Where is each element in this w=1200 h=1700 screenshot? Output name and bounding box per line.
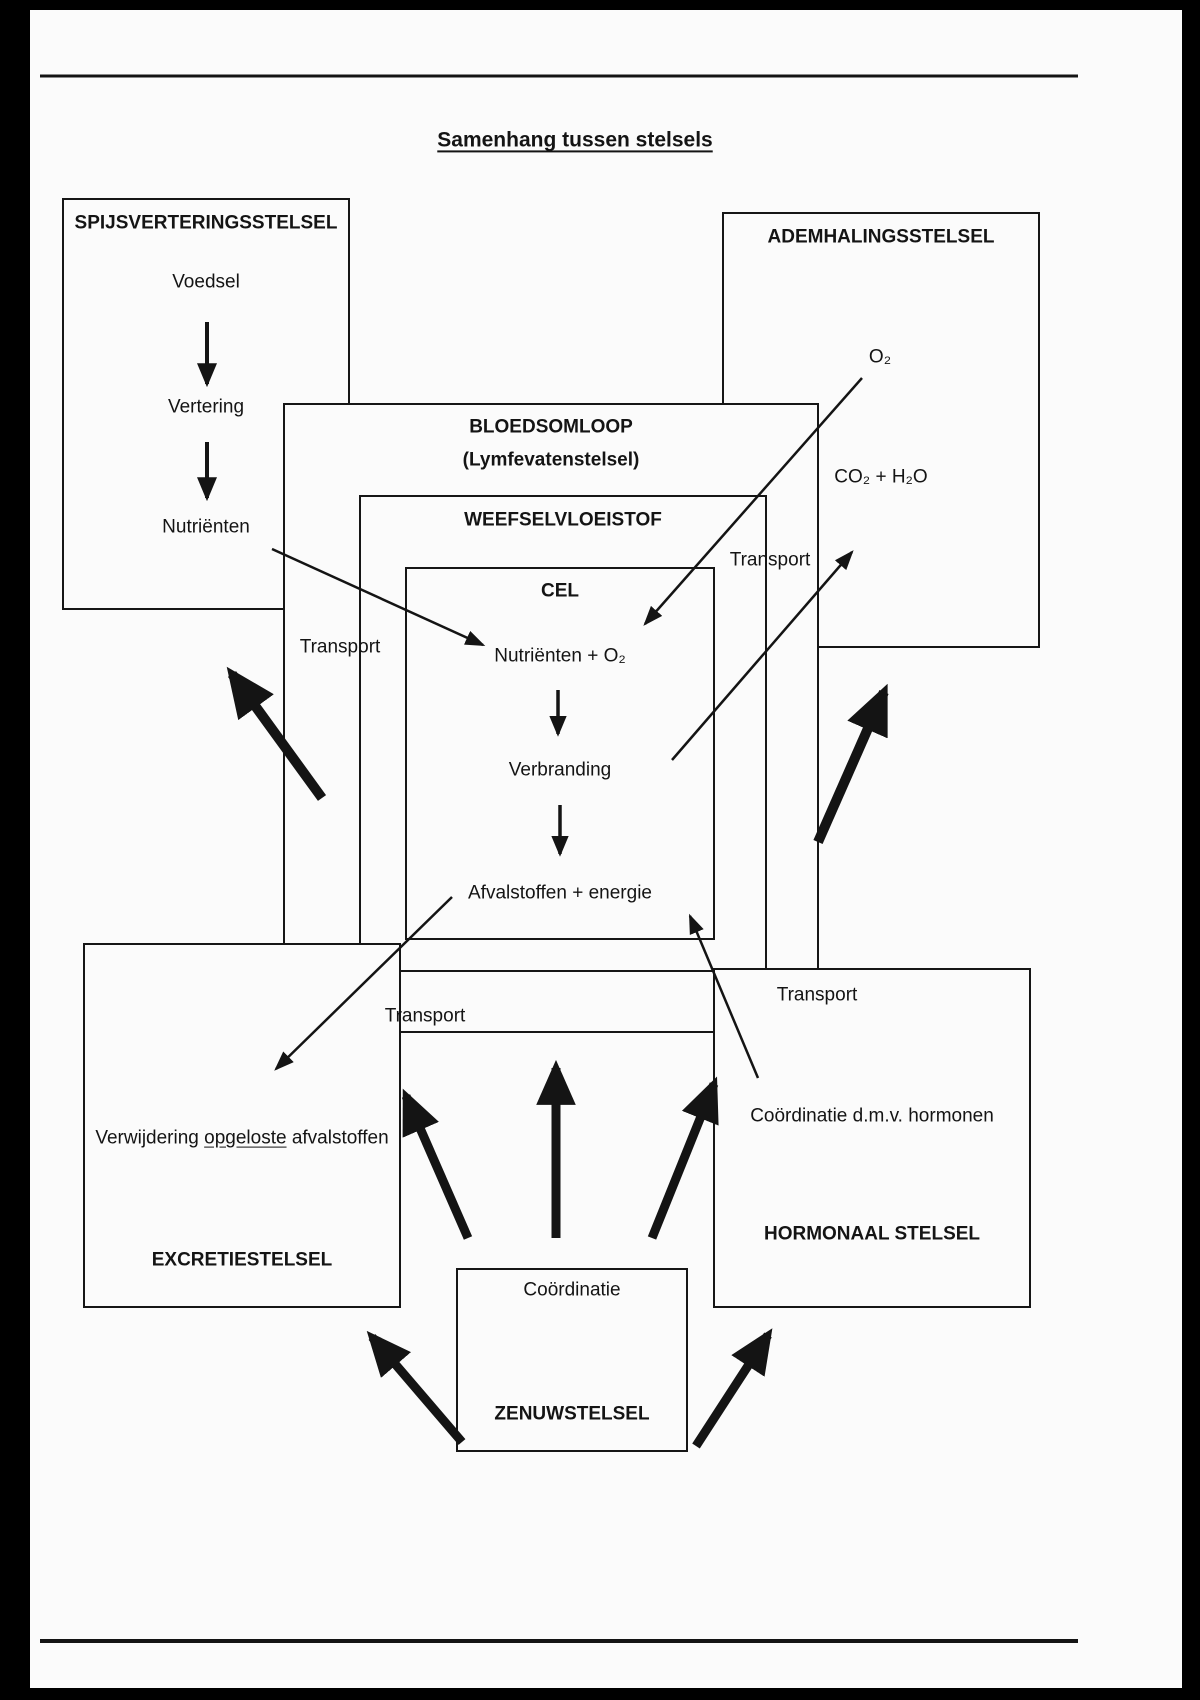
title-weefselvloeistof: WEEFSELVLOEISTOF [464, 509, 662, 531]
arrow-zenuw-up-left [401, 1088, 473, 1240]
label-co2-h2o: CO₂ + H₂O [834, 466, 928, 488]
title-zenuwstelsel: ZENUWSTELSEL [494, 1403, 650, 1425]
page-title: Samenhang tussen stelsels [437, 128, 713, 152]
label-transport-bottom-left: Transport [384, 1005, 466, 1027]
label-transport-bottom-right: Transport [776, 984, 858, 1006]
arrow-thick-transport-left [226, 666, 327, 801]
title-spijsverteringsstelsel: SPIJSVERTERINGSSTELSEL [74, 212, 338, 234]
arrow-nutrienten-to-cel [271, 547, 486, 647]
label-nutrienten: Nutriënten [162, 516, 250, 538]
label-verwijdering-afvalstoffen: Verwijdering opgeloste afvalstoffen [95, 1128, 388, 1151]
box-excretiestelsel [83, 943, 401, 1308]
arrow-zenuw-to-hormonaal [692, 1328, 773, 1449]
label-vertering: Vertering [167, 396, 245, 418]
arrow-thick-transport-right [813, 683, 889, 845]
label-transport-top-right: Transport [729, 549, 811, 571]
title-cel: CEL [541, 580, 579, 602]
title-ademhalingsstelsel: ADEMHALINGSSTELSEL [767, 226, 995, 248]
arrow-afvalstoffen-to-excretie [274, 896, 453, 1071]
label-coordinatie-hormonen: Coördinatie d.m.v. hormonen [750, 1105, 994, 1127]
subtitle-lymfevatenstelsel: (Lymfevatenstelsel) [462, 449, 640, 471]
label-voedsel: Voedsel [172, 271, 240, 293]
label-verwijdering-post: afvalstoffen [291, 1127, 389, 1149]
arrow-verbranding-to-ademhaling [671, 550, 854, 761]
title-bloedsomloop: BLOEDSOMLOOP [469, 416, 633, 438]
label-o2: O₂ [868, 346, 892, 368]
title-excretiestelsel: EXCRETIESTELSEL [151, 1249, 333, 1271]
arrow-hormonen-to-cel [688, 913, 760, 1079]
label-opgeloste-underlined: opgeloste [204, 1127, 287, 1149]
label-coordinatie: Coördinatie [523, 1279, 621, 1301]
box-hormonaal-stelsel [713, 968, 1031, 1308]
label-transport-left: Transport [299, 636, 381, 658]
box-cel [405, 567, 715, 940]
arrow-o2-to-cel [643, 377, 863, 626]
title-hormonaal-stelsel: HORMONAAL STELSEL [763, 1223, 981, 1245]
box-zenuwstelsel [456, 1268, 688, 1452]
label-nutrienten-o2: Nutriënten + O₂ [494, 645, 626, 667]
arrow-zenuw-to-excretie [366, 1330, 466, 1445]
label-afvalstoffen-energie: Afvalstoffen + energie [468, 882, 652, 904]
label-verbranding: Verbranding [508, 759, 612, 781]
label-verwijdering-pre: Verwijdering [95, 1127, 199, 1149]
arrow-zenuw-up-right [647, 1076, 719, 1240]
